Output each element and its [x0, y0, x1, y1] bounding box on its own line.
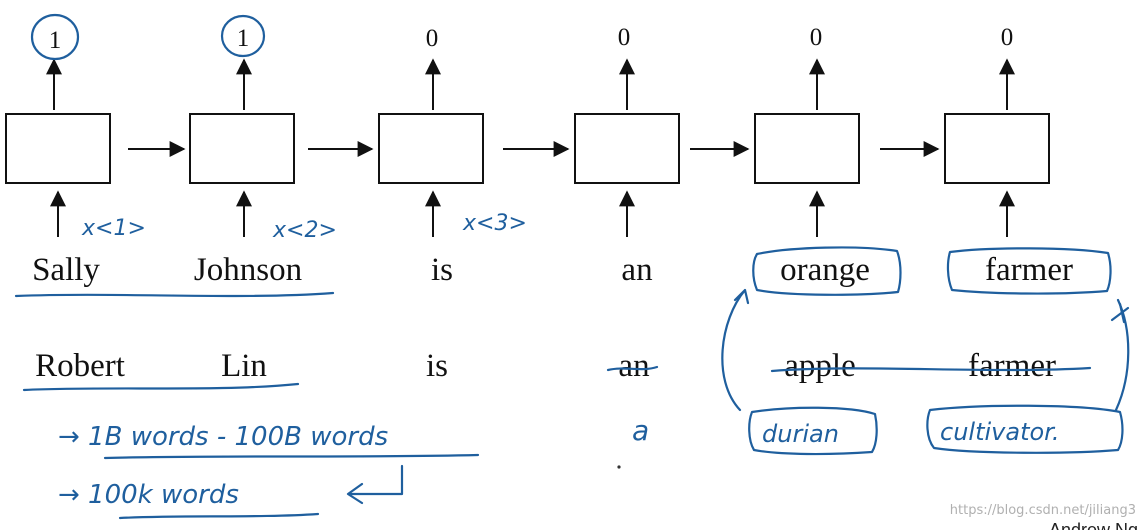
swap-loop-right-mark: [1110, 302, 1130, 324]
swap-loop: [721, 288, 750, 412]
output-label-3: 0: [426, 25, 439, 52]
underline-robert-lin: [22, 382, 300, 392]
rnn-cells: [5, 113, 1050, 184]
box-durian: [748, 406, 878, 456]
sentence-2: Robert Lin is an apple farmer: [35, 348, 1056, 384]
box-orange: [752, 246, 902, 296]
output-label-6: 0: [1001, 24, 1014, 51]
watermark: https://blog.csdn.net/jiliang3: [950, 503, 1136, 518]
sentence1-word-5: orange: [780, 252, 870, 288]
sentence2-word-3: is: [426, 348, 448, 384]
underline-corpus: [103, 453, 480, 460]
note-vocab: → 100k words: [58, 480, 239, 510]
output-label-1: 1: [49, 27, 62, 54]
highlight-circle-2: [220, 14, 266, 58]
output-labels: 1 1 0 0 0 0: [49, 24, 1014, 54]
box-cultivator: [926, 404, 1124, 454]
output-label-2: 1: [237, 25, 250, 52]
sentence1-word-3: is: [431, 252, 453, 288]
input-label-3: x<3>: [462, 211, 527, 236]
output-label-4: 0: [618, 24, 631, 51]
sentence1-word-1: Sally: [32, 252, 100, 288]
underline-sally-johnson: [14, 291, 335, 298]
input-arrows: [50, 190, 1015, 237]
output-label-5: 0: [810, 24, 823, 51]
sentence2-word-1: Robert: [35, 348, 125, 384]
rnn-cell-1: [5, 113, 111, 184]
sentence2-word-2: Lin: [221, 348, 267, 384]
ink-underlines: [14, 291, 335, 392]
box-farmer: [946, 247, 1112, 295]
sub-article: a: [632, 414, 649, 447]
rnn-cell-2: [189, 113, 295, 184]
sentence2-word-5: apple: [784, 348, 855, 384]
input-labels: x<1> x<2> x<3>: [81, 211, 527, 243]
sentence1-word-4: an: [621, 252, 652, 288]
sub-fruit: durian: [762, 420, 839, 448]
input-label-1: x<1>: [81, 216, 146, 241]
sentence2-word-6: farmer: [968, 348, 1056, 384]
rnn-cell-4: [574, 113, 680, 184]
author-name: Andrew Ng: [1049, 520, 1138, 530]
sentence1-word-6: farmer: [985, 252, 1073, 288]
sentence-1: Sally Johnson is an orange farmer: [32, 252, 1073, 288]
ink-dot: [617, 465, 621, 469]
note-corpus: → 1B words - 100B words: [58, 422, 388, 452]
rnn-cell-6: [944, 113, 1050, 184]
strike-an: [606, 365, 659, 372]
rnn-cell-5: [754, 113, 860, 184]
strike-apple-farmer: [770, 366, 1092, 373]
ink-strikethroughs: [606, 365, 1092, 373]
sentence2-word-4: an: [618, 348, 649, 384]
sentence1-word-2: Johnson: [194, 252, 302, 288]
output-arrows: [46, 58, 1015, 110]
rnn-cell-3: [378, 113, 484, 184]
underline-vocab: [118, 512, 320, 520]
sub-occupation: cultivator.: [940, 418, 1059, 446]
return-arrow-icon: [346, 464, 404, 505]
input-label-2: x<2>: [272, 218, 337, 243]
highlight-circle-1: [30, 13, 80, 61]
